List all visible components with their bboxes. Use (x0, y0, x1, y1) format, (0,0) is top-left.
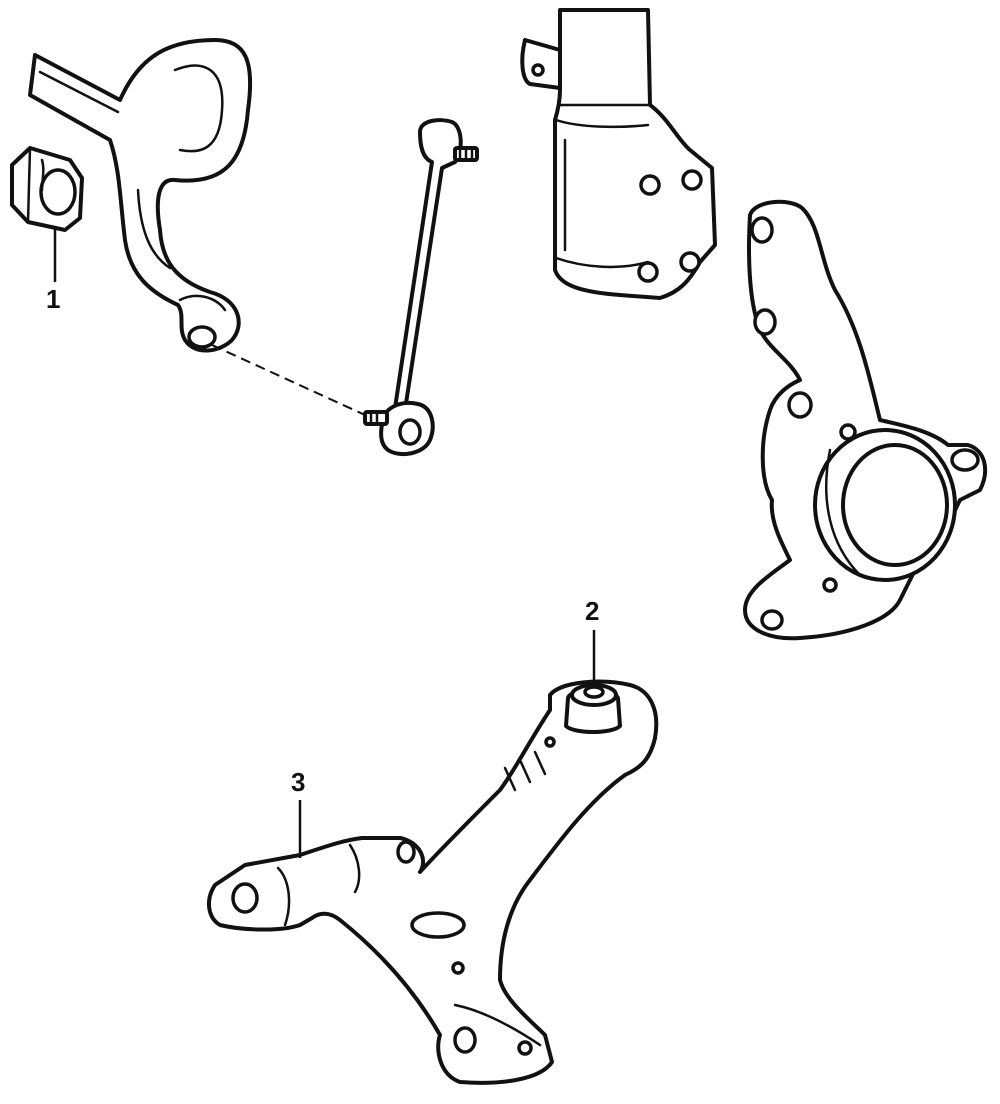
connection-dashed-line (211, 344, 366, 416)
callout-1-label: 1 (46, 284, 60, 314)
callout-3: 3 (291, 767, 305, 858)
steering-knuckle (743, 199, 988, 641)
stabilizer-bushing (10, 146, 84, 232)
ball-joint-bushing (564, 683, 622, 734)
callout-2: 2 (585, 596, 599, 684)
stabilizer-link (363, 118, 479, 457)
callout-3-label: 3 (291, 767, 305, 797)
stabilizer-bar (28, 38, 253, 353)
strut-assembly (520, 8, 717, 300)
callout-1: 1 (46, 228, 60, 314)
lower-control-arm (207, 679, 659, 1085)
callout-2-label: 2 (585, 596, 599, 626)
